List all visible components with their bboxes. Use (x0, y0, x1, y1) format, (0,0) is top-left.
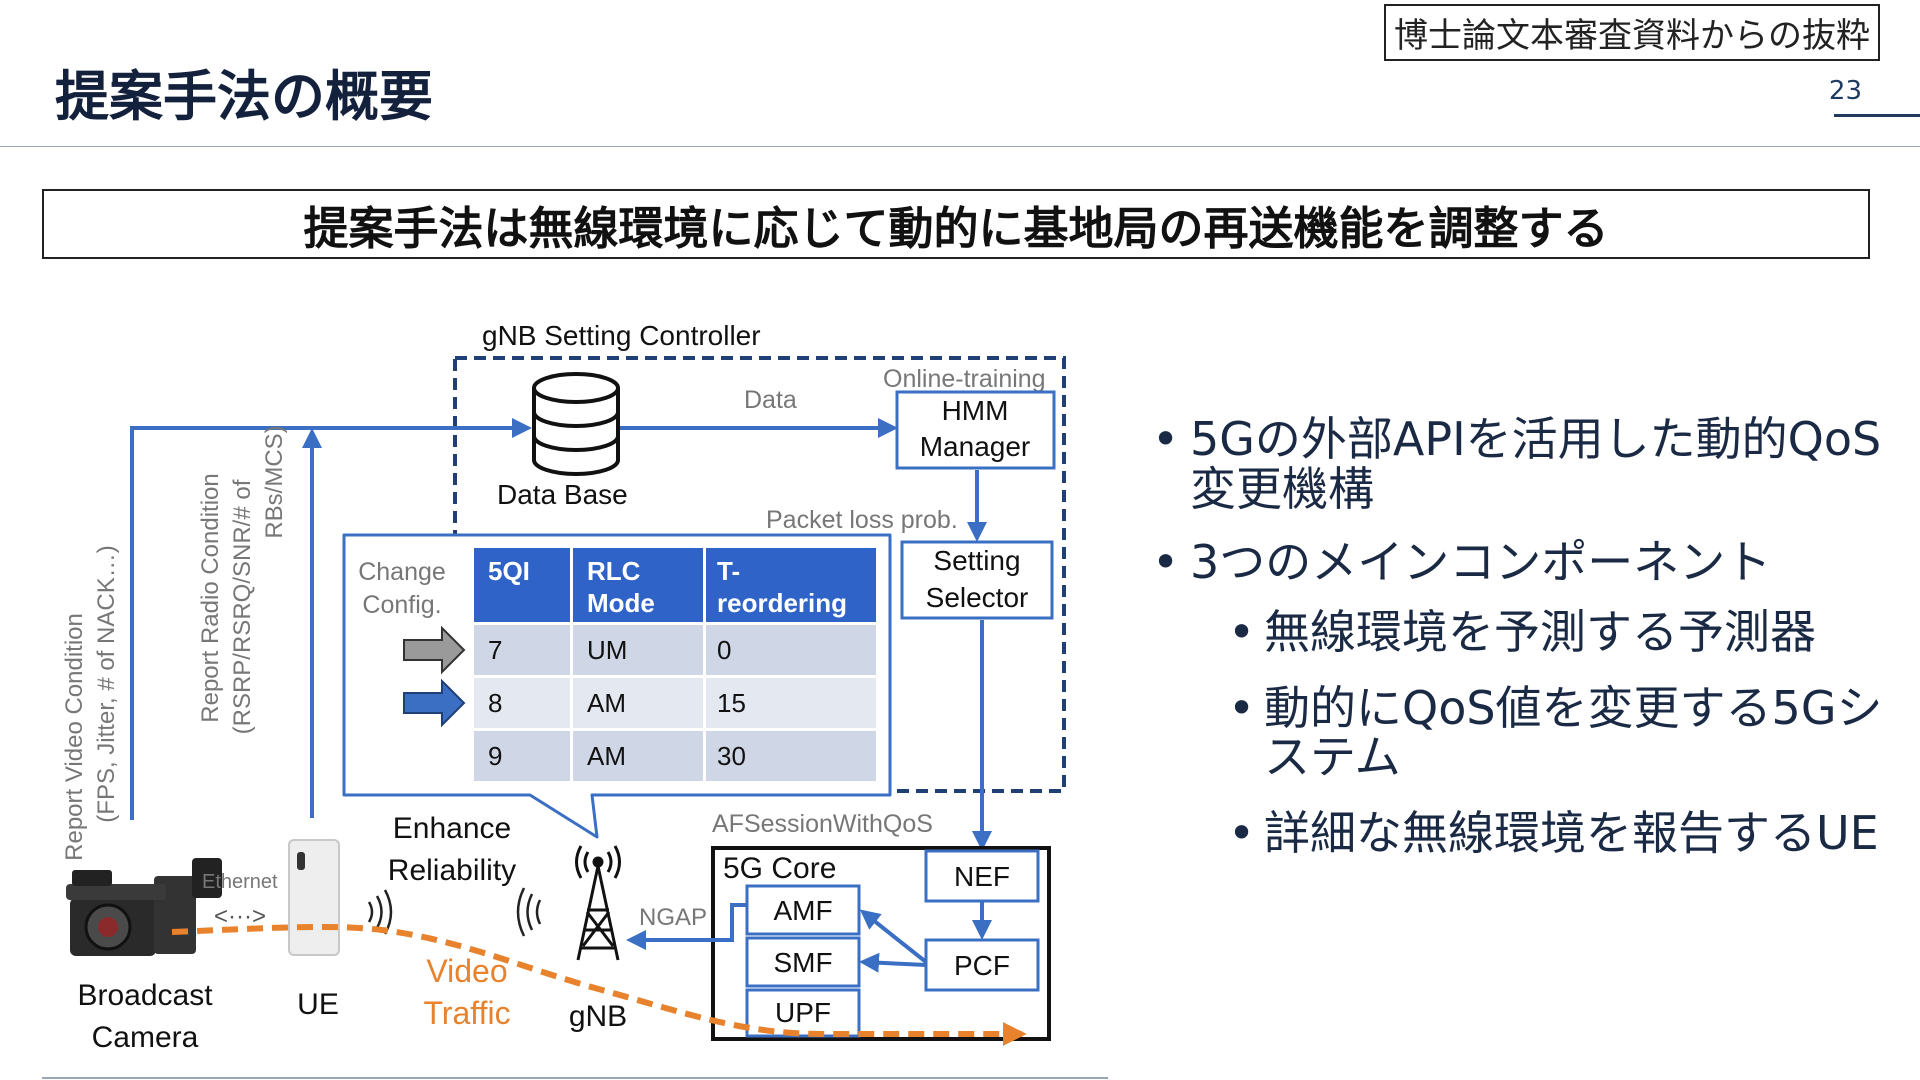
ngap-label: NGAP (639, 904, 707, 931)
video-traffic-line2: Traffic (423, 995, 510, 1031)
sub-bullet-item: 無線環境を予測する予測器 (1224, 605, 1888, 660)
ue-label: UE (297, 988, 339, 1021)
enhance-line2: Reliability (388, 854, 516, 887)
enhance-line1: Enhance (393, 812, 511, 845)
ngap-arrow (626, 903, 747, 950)
sub-bullet-text: 動的にQoS値を変更する5Gシステム (1264, 680, 1883, 785)
smf-box (745, 936, 861, 988)
online-training-label: Online-training (883, 365, 1046, 393)
bullet-item: 5Gの外部APIを活用した動的QoS変更機構 (1148, 412, 1888, 516)
sub-bullet-item: 動的にQoS値を変更する5Gシステム (1224, 680, 1888, 785)
database-icon (532, 372, 620, 476)
table-header-5qi: 5QI (488, 556, 530, 586)
slide-title: 提案手法の概要 (55, 65, 433, 128)
hmm-manager-line1: HMM (942, 395, 1009, 426)
pcf-to-smf-arrow (859, 952, 927, 973)
upf-label: UPF (775, 997, 831, 1028)
setting-selector-line1: Setting (933, 545, 1020, 576)
wireless-signal-icon (367, 887, 542, 937)
bullet-item: 3つのメインコンポーネント 無線環境を予測する予測器 動的にQoS値を変更する5… (1148, 535, 1888, 861)
controller-label: gNB Setting Controller (482, 320, 761, 351)
amf-label: AMF (773, 895, 832, 926)
data-label: Data (744, 386, 797, 414)
gnb-label: gNB (569, 1000, 627, 1033)
camera-line2: Camera (92, 1021, 199, 1054)
report-radio-line1: Report Radio Condition (197, 473, 224, 722)
ue-phone-icon (288, 839, 340, 956)
nef-box (924, 849, 1040, 903)
page-number-underline (1834, 114, 1920, 117)
bullet-list: 5Gの外部APIを活用した動的QoS変更機構 3つのメインコンポーネント 無線環… (1148, 412, 1888, 885)
active-selection-arrow-icon (403, 678, 466, 728)
report-radio-line2: (RSRP/RSRQ/SNR/# of (229, 479, 256, 734)
camera-line1: Broadcast (77, 979, 213, 1012)
bullet-text: 3つのメインコンポーネント (1190, 535, 1772, 590)
table-cell: 15 (717, 688, 746, 718)
setting-selector-line2: Selector (926, 582, 1029, 613)
system-diagram: gNB Setting Controller Online-training D… (42, 320, 1108, 1079)
table-cell: 8 (488, 688, 502, 718)
hmm-manager-box (895, 390, 1056, 470)
afsession-label: AFSessionWithQoS (712, 810, 933, 838)
report-video-line1: Report Video Condition (61, 613, 88, 861)
table-cell: AM (587, 688, 626, 718)
table-cell: UM (587, 635, 627, 665)
source-tag: 博士論文本審査資料からの抜粋 (1384, 4, 1880, 61)
video-traffic-line1: Video (426, 953, 507, 989)
broadcast-camera-icon (66, 858, 222, 956)
inactive-selection-arrow-icon (403, 625, 466, 675)
pcf-to-amf-arrow (859, 909, 928, 964)
amf-box (745, 884, 861, 936)
table-cell: 7 (488, 635, 502, 665)
packet-loss-label: Packet loss prob. (766, 506, 958, 534)
table-cell: 9 (488, 741, 502, 771)
header-divider (0, 146, 1920, 147)
hmm-manager-line2: Manager (920, 431, 1031, 462)
report-radio-line3: RBs/MCS) (261, 425, 288, 538)
qos-config-table: 5QI RLC Mode T- reordering 7 UM 0 8 AM 1… (474, 548, 876, 781)
summary-box: 提案手法は無線環境に応じて動的に基地局の再送機能を調整する (42, 189, 1870, 259)
page-number: 23 (1828, 76, 1862, 106)
table-header-rlc-line1: RLC (587, 556, 641, 586)
report-video-line2: (FPS, Jitter, # of NACK…) (93, 545, 120, 822)
setting-selector-box (900, 540, 1054, 620)
nef-label: NEF (954, 861, 1010, 892)
change-config-line1: Change (358, 558, 446, 586)
ethernet-label: Ethernet (202, 871, 278, 893)
table-cell: 0 (717, 635, 731, 665)
database-label: Data Base (497, 479, 628, 510)
video-traffic-path (171, 923, 1027, 1046)
pcf-label: PCF (954, 950, 1010, 981)
5g-core-label: 5G Core (723, 852, 836, 885)
sub-bullet-list: 無線環境を予測する予測器 動的にQoS値を変更する5Gシステム 詳細な無線環境を… (1190, 605, 1888, 861)
gnb-tower-icon (575, 845, 621, 961)
change-config-line2: Config. (362, 591, 441, 619)
sub-bullet-item: 詳細な無線環境を報告するUE (1224, 806, 1888, 861)
table-cell: AM (587, 741, 626, 771)
table-header-rlc-line2: Mode (587, 588, 655, 618)
table-header-treordering-line2: reordering (717, 588, 847, 618)
table-cell: 30 (717, 741, 746, 771)
table-header-treordering-line1: T- (717, 556, 740, 586)
smf-label: SMF (773, 947, 832, 978)
sub-bullet-text: 無線環境を予測する予測器 (1264, 605, 1816, 660)
bullet-text: 5Gの外部APIを活用した動的QoS変更機構 (1190, 412, 1882, 516)
sub-bullet-text: 詳細な無線環境を報告するUE (1264, 806, 1879, 861)
